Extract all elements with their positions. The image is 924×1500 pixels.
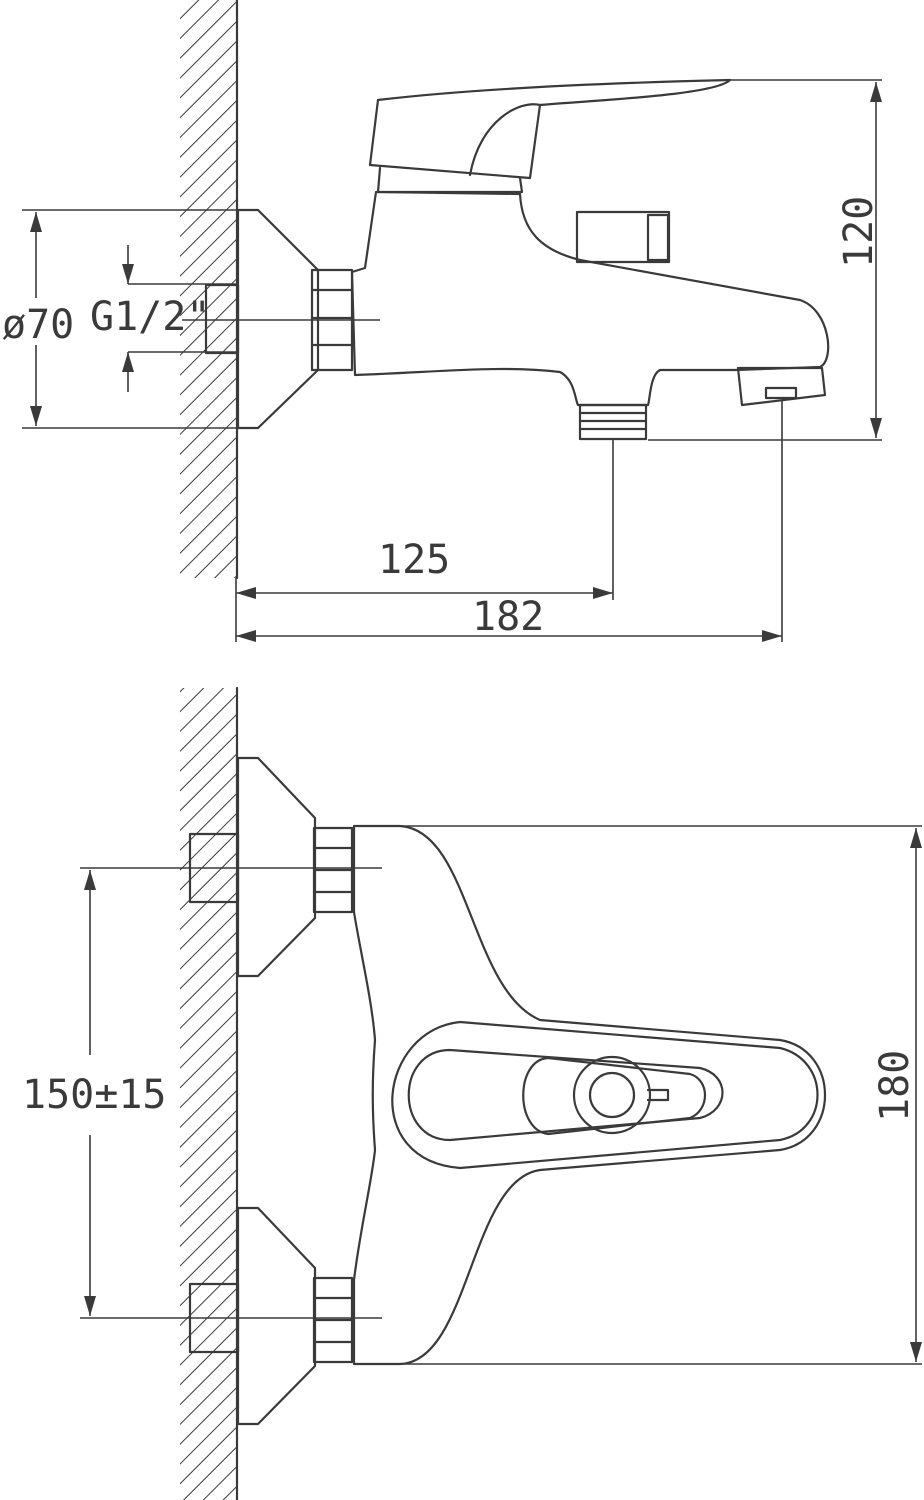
dim-label-width: 180 [872, 1050, 918, 1122]
cartridge-cap [572, 1055, 652, 1135]
dim-label-height: 120 [836, 196, 882, 268]
wall-hatch-top [180, 0, 236, 578]
side-view: ø70 G1/2" 120 125 [2, 0, 882, 642]
lever-handle-top [391, 1020, 819, 1170]
dim-label-182: 182 [472, 594, 544, 640]
dim-label-diameter: ø70 [2, 302, 74, 348]
faucet-body [350, 190, 830, 407]
dim-spout-distance: 125 [236, 440, 614, 600]
wall-hatch-bottom [180, 688, 236, 1500]
dim-center-distance: 150±15 [22, 870, 167, 1316]
dim-thread: G1/2" [90, 245, 238, 392]
dim-label-125: 125 [378, 537, 450, 583]
dim-total-projection: 182 [235, 400, 783, 642]
top-view: 150±15 180 [22, 686, 922, 1500]
faucet-body-top [352, 824, 826, 1366]
lever-handle [368, 78, 732, 180]
diverter-knob [575, 210, 671, 264]
dim-flange-diameter: ø70 [2, 209, 238, 429]
dim-label-center-distance: 150±15 [22, 1072, 167, 1118]
wall-flange [236, 208, 320, 430]
spout-outlet [736, 366, 827, 407]
wall-flange-lower [236, 1206, 317, 1426]
dim-width: 180 [400, 825, 922, 1365]
wall-flange-upper [236, 756, 317, 978]
dim-height: 120 [648, 79, 882, 441]
dim-label-thread: G1/2" [90, 294, 210, 340]
